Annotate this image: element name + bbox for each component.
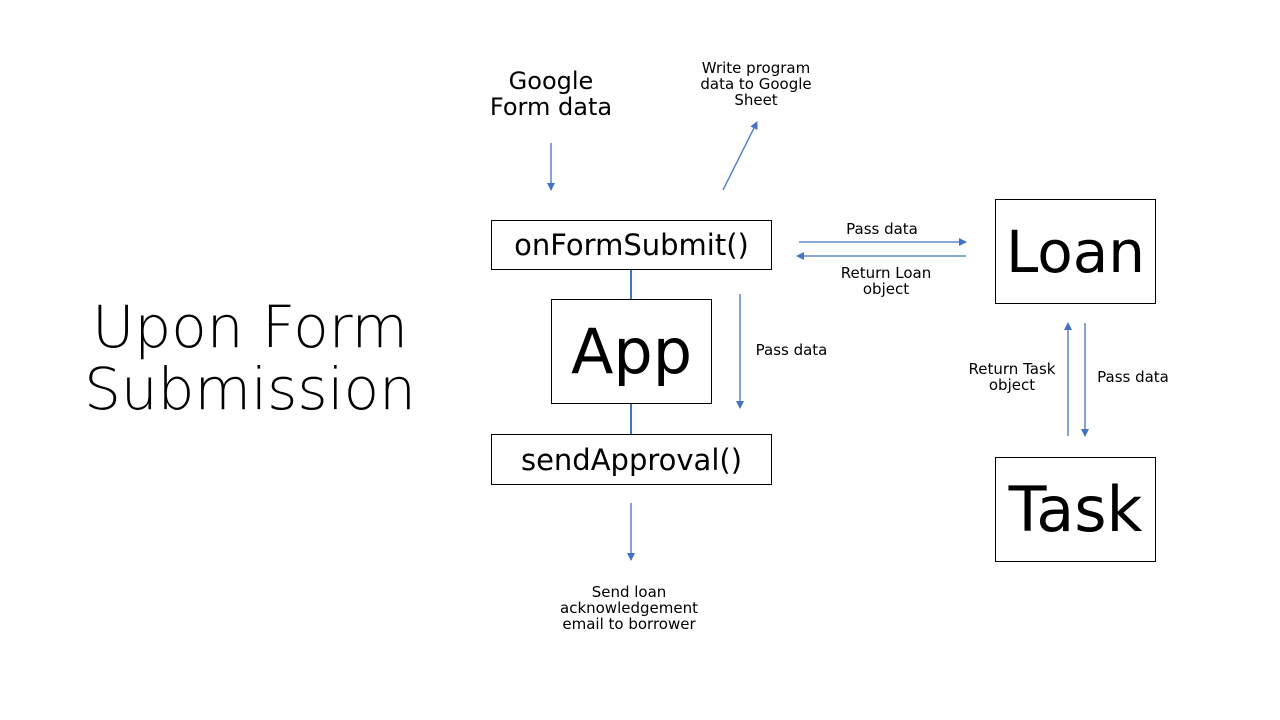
- send-loan-ack-label: Send loan acknowledgement email to borro…: [548, 584, 710, 632]
- loan-box: Loan: [995, 199, 1156, 304]
- write-program-data-line1: Write program: [701, 59, 811, 77]
- return-task-object-line2: object: [988, 376, 1036, 394]
- diagram-title-line2: Submission: [84, 355, 416, 423]
- send-loan-ack-line2: acknowledgement: [560, 599, 698, 617]
- app-label: App: [570, 315, 693, 388]
- write-program-data-line3: Sheet: [734, 91, 778, 109]
- send-loan-ack-line3: email to borrower: [562, 615, 696, 633]
- pass-data-to-loan-label: Pass data: [832, 221, 932, 237]
- return-loan-object-label: Return Loan object: [826, 265, 946, 297]
- return-task-object-label: Return Task object: [957, 361, 1067, 393]
- app-box: App: [551, 299, 712, 404]
- google-form-data-line2: Form data: [489, 93, 613, 121]
- google-form-data-line1: Google: [508, 67, 594, 95]
- loan-label: Loan: [1005, 217, 1146, 286]
- write-program-data-line2: data to Google: [700, 75, 812, 93]
- on-form-submit-box: onFormSubmit(): [491, 220, 772, 270]
- pass-data-to-loan-text: Pass data: [846, 220, 918, 238]
- task-box: Task: [995, 457, 1156, 562]
- return-loan-object-line1: Return Loan: [840, 264, 932, 282]
- pass-data-down-text: Pass data: [755, 341, 828, 359]
- return-task-object-line1: Return Task: [968, 360, 1056, 378]
- diagram-title: Upon Form Submission: [70, 296, 430, 420]
- send-loan-ack-line1: Send loan: [591, 583, 667, 601]
- return-loan-object-line2: object: [862, 280, 910, 298]
- task-label: Task: [1008, 473, 1143, 546]
- google-form-data-label: Google Form data: [476, 68, 626, 120]
- send-approval-label: sendApproval(): [520, 442, 743, 477]
- pass-data-to-task-label: Pass data: [1088, 369, 1178, 385]
- pass-data-to-task-text: Pass data: [1097, 368, 1169, 386]
- diagram-title-line1: Upon Form: [91, 293, 409, 361]
- on-form-submit-label: onFormSubmit(): [514, 228, 749, 262]
- pass-data-down-label: Pass data: [744, 342, 839, 358]
- send-approval-box: sendApproval(): [491, 434, 772, 485]
- arrow-submit-to-sheet: [722, 121, 758, 191]
- write-program-data-label: Write program data to Google Sheet: [686, 60, 826, 108]
